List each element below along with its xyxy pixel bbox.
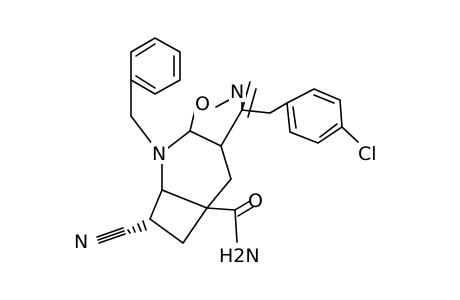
nitrile-hashed-wedge bbox=[127, 220, 147, 234]
isoxazoline-ring-closure bbox=[241, 109, 271, 114]
nitrile-triple-bond bbox=[96, 227, 126, 244]
amide-nitrogen-label: H2N bbox=[219, 245, 260, 267]
benzyl-phenyl-ring bbox=[130, 37, 181, 95]
chlorophenyl-ring bbox=[269, 88, 359, 144]
carboxamide-bonds bbox=[206, 200, 254, 243]
ring-bonds bbox=[149, 97, 243, 244]
benzyl-ch2-bonds bbox=[130, 79, 154, 146]
atom-labels: N O N Cl N O H2N bbox=[74, 80, 377, 267]
isoxazoline-nitrogen-label: N bbox=[230, 81, 244, 103]
ring-nitrogen-label: N bbox=[152, 143, 166, 165]
ring-oxygen-label: O bbox=[195, 93, 210, 115]
nitrile-nitrogen-label: N bbox=[74, 231, 88, 253]
chlorine-label: Cl bbox=[358, 143, 377, 165]
amide-oxygen-label: O bbox=[248, 190, 263, 212]
